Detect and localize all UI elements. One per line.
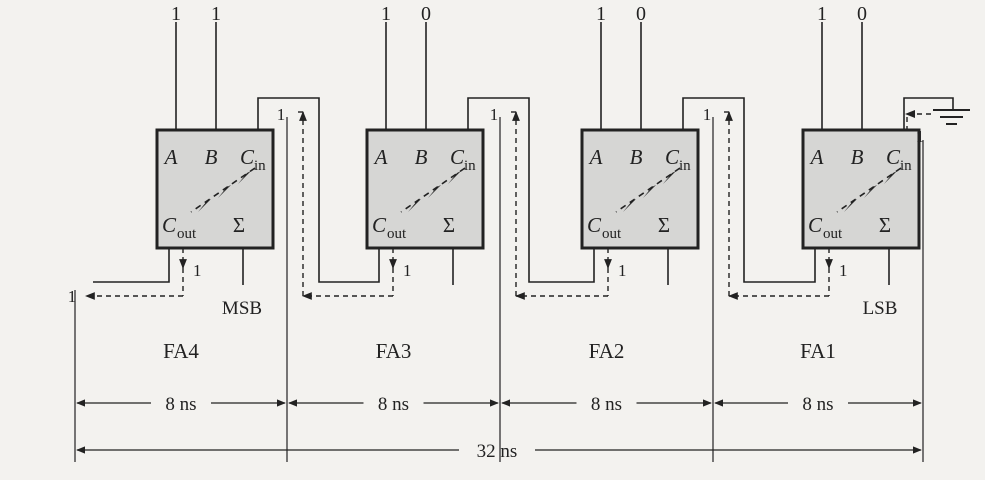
label-b: B — [851, 145, 864, 169]
msb-label: MSB — [222, 298, 262, 319]
label-cin: C — [240, 145, 255, 169]
input-b-bit: 0 — [857, 3, 867, 25]
label-cin-sub: in — [464, 158, 476, 174]
carry-arrowhead — [884, 171, 897, 184]
label-cout: C — [162, 213, 177, 237]
label-cout: C — [372, 213, 387, 237]
internal-carry-path — [400, 167, 466, 213]
internal-carry-path — [836, 167, 902, 213]
stage-delay-label: 8 ns — [802, 394, 833, 415]
carry-arrowhead — [198, 199, 211, 212]
label-cin-sub: in — [900, 158, 912, 174]
final-carry-wire — [93, 248, 170, 283]
label-cout-sub: out — [823, 226, 843, 242]
carry-wire — [467, 97, 595, 283]
carry-arrowhead — [623, 199, 636, 212]
label-cout: C — [808, 213, 823, 237]
full-adder-box — [365, 128, 485, 250]
label-cout-sub: out — [602, 226, 622, 242]
input-b-bit: 1 — [211, 3, 221, 25]
stage-name: FA4 — [163, 339, 199, 363]
carry-arrowhead — [218, 185, 231, 198]
label-b: B — [630, 145, 643, 169]
ground-arrowhead — [905, 110, 915, 118]
label-cin-sub: in — [254, 158, 266, 174]
label-cout: C — [587, 213, 602, 237]
final-carry-value: 1 — [68, 287, 77, 306]
carry-arrowhead — [238, 171, 251, 184]
label-b: B — [415, 145, 428, 169]
carry-in-value: 1 — [490, 105, 499, 124]
carry-arrowhead — [408, 199, 421, 212]
carry-out-value: 1 — [839, 261, 848, 280]
stage-name: FA3 — [376, 339, 412, 363]
carry-in-value: 1 — [916, 127, 925, 146]
label-a: A — [373, 145, 388, 169]
stage-delay-label: 8 ns — [591, 394, 622, 415]
carry-arrowhead — [428, 185, 441, 198]
carry-out-value: 1 — [193, 261, 202, 280]
stage-delay-label: 8 ns — [165, 394, 196, 415]
internal-carry-path — [190, 167, 256, 213]
input-a-bit: 1 — [381, 3, 391, 25]
input-a-bit: 1 — [171, 3, 181, 25]
carry-out-value: 1 — [618, 261, 627, 280]
label-cin: C — [886, 145, 901, 169]
input-b-bit: 0 — [421, 3, 431, 25]
input-b-bit: 0 — [636, 3, 646, 25]
carry-out-value: 1 — [403, 261, 412, 280]
carry-arrowhead — [864, 185, 877, 198]
stage-name: FA2 — [589, 339, 625, 363]
input-a-bit: 1 — [817, 3, 827, 25]
label-sum: Σ — [443, 213, 455, 237]
label-sum: Σ — [233, 213, 245, 237]
stage-name: FA1 — [800, 339, 836, 363]
label-sum: Σ — [879, 213, 891, 237]
internal-carry-path — [615, 167, 681, 213]
label-a: A — [809, 145, 824, 169]
full-adder-box — [580, 128, 700, 250]
input-a-bit: 1 — [596, 3, 606, 25]
carry-arrowhead — [844, 199, 857, 212]
carry-in-value: 1 — [277, 105, 286, 124]
carry-wire — [257, 97, 380, 283]
carry-arrowhead — [663, 171, 676, 184]
carry-in-value: 1 — [703, 105, 712, 124]
carry-in-ground-wire — [903, 97, 954, 130]
carry-arrowhead — [643, 185, 656, 198]
label-b: B — [205, 145, 218, 169]
label-a: A — [163, 145, 178, 169]
label-cin: C — [665, 145, 680, 169]
label-cout-sub: out — [177, 226, 197, 242]
label-cout-sub: out — [387, 226, 407, 242]
full-adder-box — [801, 128, 921, 250]
label-cin: C — [450, 145, 465, 169]
label-cin-sub: in — [679, 158, 691, 174]
lsb-label: LSB — [863, 298, 898, 319]
label-a: A — [588, 145, 603, 169]
carry-wire — [682, 97, 816, 283]
stage-delay-label: 8 ns — [378, 394, 409, 415]
label-sum: Σ — [658, 213, 670, 237]
total-delay-label: 32 ns — [477, 441, 518, 462]
full-adder-box — [155, 128, 275, 250]
carry-arrowhead — [448, 171, 461, 184]
